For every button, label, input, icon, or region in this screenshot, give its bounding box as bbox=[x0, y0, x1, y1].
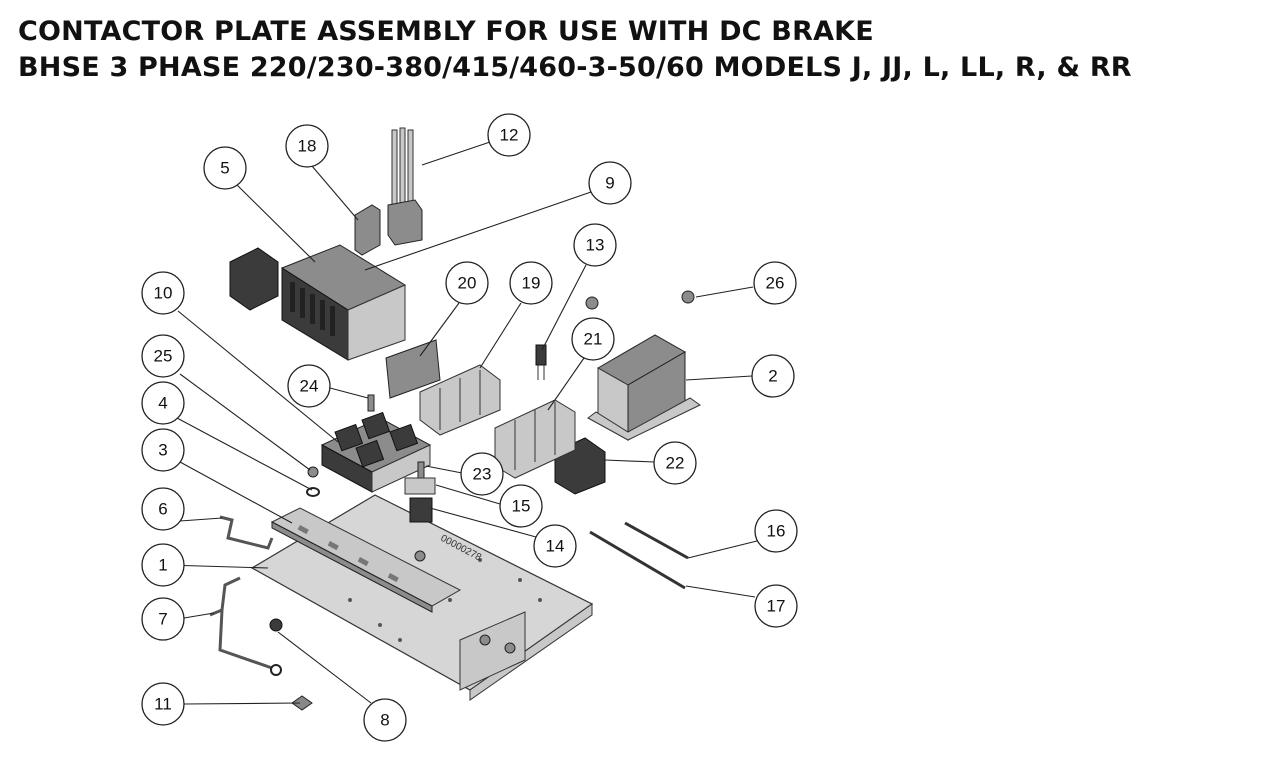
callout-label: 6 bbox=[158, 500, 167, 519]
callout-label: 9 bbox=[605, 174, 614, 193]
callout-22: 22 bbox=[653, 441, 697, 485]
diagram-title-line-2: BHSE 3 PHASE 220/230-380/415/460-3-50/60… bbox=[18, 52, 1132, 83]
label-plate bbox=[385, 339, 441, 399]
jumper-wire bbox=[219, 515, 274, 550]
screw-8 bbox=[269, 618, 283, 632]
callout-label: 26 bbox=[766, 274, 785, 293]
callout-17: 17 bbox=[754, 584, 798, 628]
washer-4 bbox=[306, 487, 320, 497]
callout-3: 3 bbox=[141, 428, 185, 472]
callout-20: 20 bbox=[445, 261, 489, 305]
transformer bbox=[587, 334, 701, 441]
terminal-block-set bbox=[419, 364, 501, 436]
screw-26 bbox=[681, 290, 695, 304]
callout-label: 17 bbox=[767, 597, 786, 616]
callout-label: 1 bbox=[158, 556, 167, 575]
diagram-title-line-1: CONTACTOR PLATE ASSEMBLY FOR USE WITH DC… bbox=[18, 16, 874, 47]
callout-label: 15 bbox=[512, 497, 531, 516]
callout-25: 25 bbox=[141, 334, 185, 378]
callout-1: 1 bbox=[141, 543, 185, 587]
callout-10: 10 bbox=[141, 271, 185, 315]
end-stop-left bbox=[229, 247, 279, 311]
callout-label: 13 bbox=[586, 236, 605, 255]
bracket-15 bbox=[404, 477, 436, 495]
callout-label: 7 bbox=[158, 610, 167, 629]
callout-21: 21 bbox=[571, 317, 615, 361]
screw-24 bbox=[367, 394, 375, 412]
auxiliary-contact bbox=[354, 204, 381, 256]
callout-26: 26 bbox=[753, 261, 797, 305]
callout-9: 9 bbox=[588, 161, 632, 205]
callout-5: 5 bbox=[203, 146, 247, 190]
callout-13: 13 bbox=[573, 223, 617, 267]
callout-16: 16 bbox=[754, 509, 798, 553]
callout-19: 19 bbox=[509, 261, 553, 305]
callout-label: 12 bbox=[500, 126, 519, 145]
callout-label: 16 bbox=[767, 522, 786, 541]
callout-14: 14 bbox=[533, 524, 577, 568]
callout-label: 25 bbox=[154, 347, 173, 366]
callout-4: 4 bbox=[141, 381, 185, 425]
callout-label: 4 bbox=[158, 394, 167, 413]
callout-6: 6 bbox=[141, 487, 185, 531]
callout-label: 18 bbox=[298, 137, 317, 156]
callout-12: 12 bbox=[487, 113, 531, 157]
relay-base bbox=[320, 411, 432, 493]
callout-7: 7 bbox=[141, 597, 185, 641]
screw-25 bbox=[307, 466, 319, 478]
callout-label: 24 bbox=[300, 377, 319, 396]
callout-8: 8 bbox=[363, 698, 407, 742]
callout-label: 22 bbox=[666, 454, 685, 473]
spacer-23 bbox=[417, 461, 425, 481]
ground-label bbox=[291, 695, 313, 711]
ground-wire bbox=[209, 576, 282, 676]
callout-label: 19 bbox=[522, 274, 541, 293]
screw-near-13 bbox=[585, 296, 599, 310]
plate-screw bbox=[414, 550, 426, 562]
callout-label: 14 bbox=[546, 537, 565, 556]
callout-label: 20 bbox=[458, 274, 477, 293]
leader-lines bbox=[165, 141, 758, 705]
callout-11: 11 bbox=[141, 682, 185, 726]
callout-label: 10 bbox=[154, 284, 173, 303]
callout-23: 23 bbox=[460, 452, 504, 496]
rectifier bbox=[535, 344, 547, 380]
callout-15: 15 bbox=[499, 484, 543, 528]
callout-24: 24 bbox=[287, 364, 331, 408]
callout-2: 2 bbox=[751, 354, 795, 398]
callout-label: 8 bbox=[380, 711, 389, 730]
callout-label: 5 bbox=[220, 159, 229, 178]
callout-label: 21 bbox=[584, 330, 603, 349]
suppressor-module bbox=[387, 127, 423, 246]
contactor bbox=[280, 244, 407, 361]
callout-label: 3 bbox=[158, 441, 167, 460]
knob-14 bbox=[409, 497, 433, 523]
callout-18: 18 bbox=[285, 124, 329, 168]
wire-17 bbox=[589, 530, 686, 590]
callout-label: 2 bbox=[768, 367, 777, 386]
din-rail bbox=[270, 507, 462, 613]
callout-label: 23 bbox=[473, 465, 492, 484]
wire-16 bbox=[624, 521, 689, 560]
callout-label: 11 bbox=[154, 695, 172, 714]
